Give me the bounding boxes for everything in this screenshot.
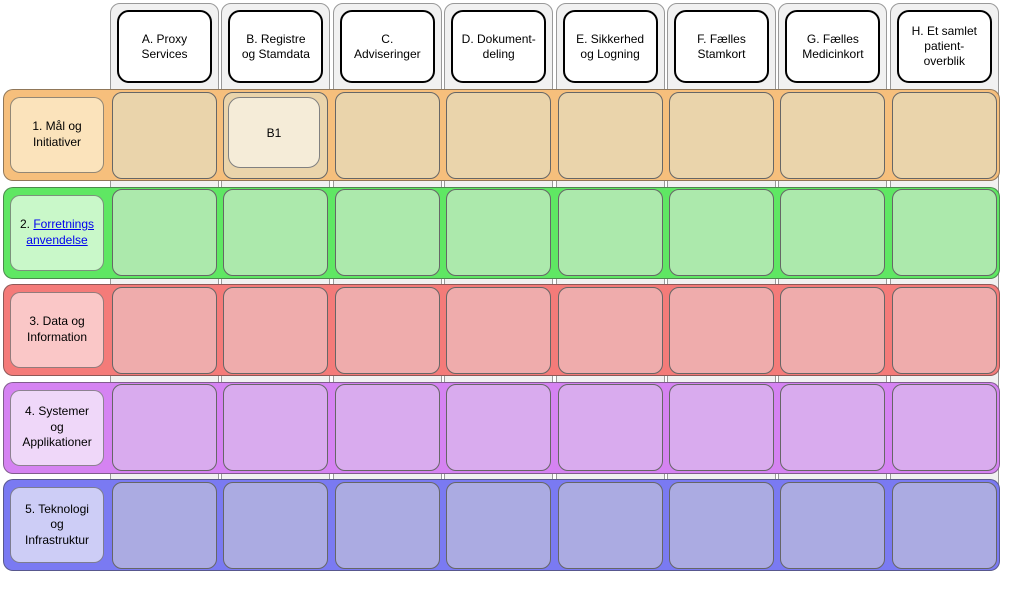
column-header-label: B. Registre og Stamdata: [241, 31, 310, 61]
cell-h5: [891, 481, 997, 569]
row-header-2: 2. Forretnings anvendelse: [10, 194, 104, 271]
cell-c5: [334, 481, 440, 569]
cell-b2: [223, 189, 329, 276]
column-header-label: A. Proxy Services: [141, 31, 188, 61]
cell-b5: [223, 481, 329, 569]
column-header-c: C. Adviseringer: [339, 10, 435, 83]
cell-f3: [669, 286, 774, 374]
column-header-h: H. Et samlet patient- overblik: [896, 10, 992, 83]
cell-e1: [557, 91, 663, 179]
row-header-label-prefix: 2.: [19, 216, 34, 231]
cell-d5: [446, 481, 552, 569]
cell-e3: [557, 286, 663, 374]
cell-e4: [557, 384, 663, 471]
cell-d3: [446, 286, 552, 374]
column-header-g: G. Fælles Medicinkort: [785, 10, 881, 83]
row-header-5: 5. Teknologi og Infrastruktur: [10, 487, 104, 563]
column-header-label: C. Adviseringer: [353, 31, 421, 61]
cell-a3: [112, 286, 217, 374]
cell-h1: [891, 91, 997, 179]
cell-d1: [446, 91, 552, 179]
cell-g5: [780, 481, 886, 569]
cell-g3: [780, 286, 886, 374]
column-header-label: H. Et samlet patient- overblik: [911, 24, 977, 68]
cell-g4: [780, 384, 886, 471]
cell-f2: [669, 189, 774, 276]
row-header-label: 5. Teknologi og Infrastruktur: [24, 501, 90, 547]
column-header-b: B. Registre og Stamdata: [228, 10, 324, 83]
cell-c4: [334, 384, 440, 471]
column-header-d: D. Dokument- deling: [451, 10, 547, 83]
cell-d4: [446, 384, 552, 471]
node-label: B1: [266, 125, 282, 140]
cell-c2: [334, 189, 440, 276]
column-header-a: A. Proxy Services: [117, 10, 212, 83]
row-header-4: 4. Systemer og Applikationer: [10, 389, 104, 466]
column-header-f: F. Fælles Stamkort: [674, 10, 769, 83]
cell-h3: [891, 286, 997, 374]
cell-e2: [557, 189, 663, 276]
cell-h2: [891, 189, 997, 276]
row-header-link-2[interactable]: Forretnings anvendelse: [26, 216, 95, 247]
column-header-e: E. Sikkerhed og Logning: [562, 10, 658, 83]
cell-f5: [669, 481, 774, 569]
row-header-label: 4. Systemer og Applikationer: [22, 404, 92, 450]
cell-b3: [223, 286, 329, 374]
cell-c1: [334, 91, 440, 179]
column-header-label: E. Sikkerhed og Logning: [576, 31, 645, 61]
cell-a1: [112, 91, 217, 179]
cell-c3: [334, 286, 440, 374]
column-header-label: D. Dokument- deling: [461, 31, 536, 61]
cell-a5: [112, 481, 217, 569]
cell-e5: [557, 481, 663, 569]
cell-g1: [780, 91, 886, 179]
cell-d2: [446, 189, 552, 276]
row-header-1: 1. Mål og Initiativer: [10, 97, 104, 173]
cell-f4: [669, 384, 774, 471]
row-header-3: 3. Data og Information: [10, 292, 104, 368]
column-header-label: F. Fælles Stamkort: [697, 31, 746, 61]
cell-g2: [780, 189, 886, 276]
cell-f1: [669, 91, 774, 179]
cell-a4: [112, 384, 217, 471]
row-header-label: 3. Data og Information: [26, 314, 88, 344]
column-header-label: G. Fælles Medicinkort: [802, 31, 864, 61]
cell-h4: [891, 384, 997, 471]
cell-a2: [112, 189, 217, 276]
row-header-label: 1. Mål og Initiativer: [32, 119, 82, 149]
cell-b4: [223, 384, 329, 471]
node-b1: B1: [228, 97, 320, 168]
